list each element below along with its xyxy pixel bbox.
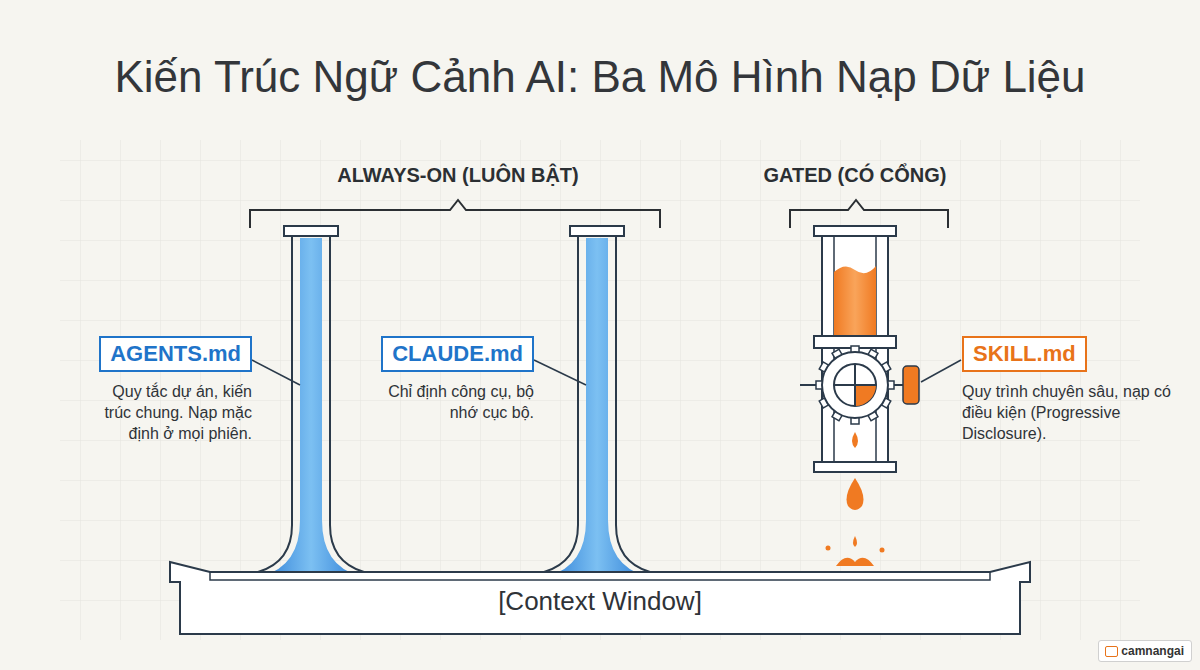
description: Chỉ định công cụ, bộ nhớ cục bộ. — [364, 381, 534, 423]
file-name: SKILL.md — [962, 336, 1087, 372]
file-node: CLAUDE.mdChỉ định công cụ, bộ nhớ cục bộ… — [364, 336, 534, 423]
title: Kiến Trúc Ngữ Cảnh AI: Ba Mô Hình Nạp Dữ… — [0, 52, 1200, 102]
description: Quy tắc dự án, kiến trúc chung. Nạp mặc … — [82, 381, 252, 444]
file-node: AGENTS.mdQuy tắc dự án, kiến trúc chung.… — [82, 336, 252, 444]
watermark-icon — [1105, 646, 1118, 657]
group-label: GATED (CÓ CỔNG) — [695, 164, 1015, 187]
file-name: CLAUDE.md — [381, 336, 534, 372]
leader-line — [921, 360, 961, 382]
node-label: [Context Window] — [168, 586, 1032, 617]
leader-line — [252, 360, 300, 385]
group-label: ALWAYS-ON (LUÔN BẬT) — [298, 164, 618, 187]
file-node: SKILL.mdQuy trình chuyên sâu, nạp có điề… — [962, 336, 1177, 444]
watermark: camnangai — [1098, 640, 1192, 662]
description: Quy trình chuyên sâu, nạp có điều kiện (… — [962, 381, 1177, 444]
bracket — [790, 200, 948, 228]
pipe — [544, 226, 650, 576]
leader-line — [534, 360, 586, 385]
context-window: [Context Window] — [168, 558, 1032, 638]
pipe — [258, 226, 364, 576]
valve — [800, 226, 919, 566]
file-name: AGENTS.md — [99, 336, 252, 372]
bracket — [250, 200, 660, 228]
